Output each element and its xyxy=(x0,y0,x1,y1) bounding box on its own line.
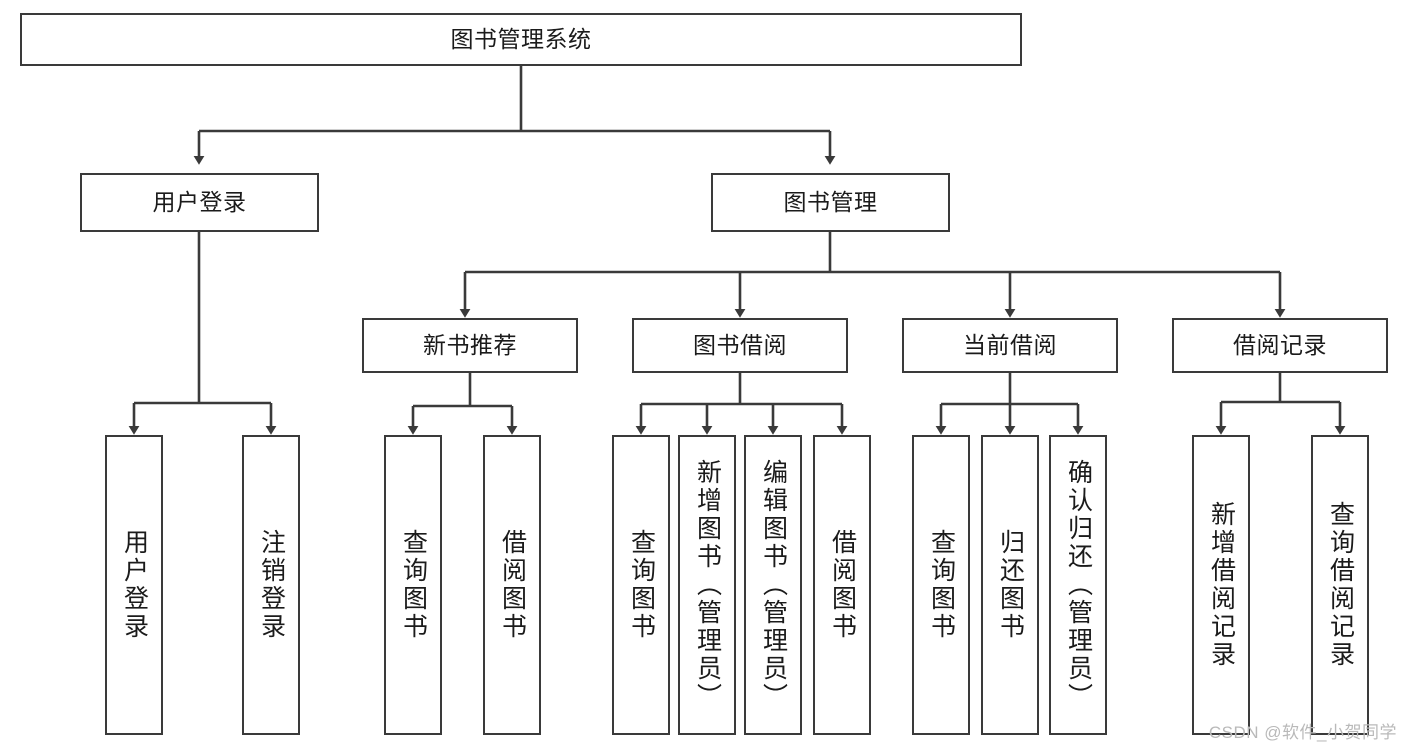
node-label: 查询图书 xyxy=(927,529,956,641)
node-new-book-recommend[interactable]: 新书推荐 xyxy=(362,318,578,373)
node-label: 图书管理系统 xyxy=(450,25,592,52)
node-label: 确认归还（管理员） xyxy=(1064,459,1093,711)
leaf-new-books-query[interactable]: 查询图书 xyxy=(384,435,442,735)
node-current-borrow[interactable]: 当前借阅 xyxy=(902,318,1118,373)
node-label: 查询借阅记录 xyxy=(1326,501,1355,669)
node-label: 查询图书 xyxy=(627,529,656,641)
node-label: 借阅图书 xyxy=(828,529,857,641)
node-label: 用户登录 xyxy=(152,188,247,215)
node-book-borrow[interactable]: 图书借阅 xyxy=(632,318,848,373)
leaf-current-borrow-confirm-return[interactable]: 确认归还（管理员） xyxy=(1049,435,1107,735)
node-label: 图书管理 xyxy=(783,188,878,215)
node-label: 借阅图书 xyxy=(498,529,527,641)
leaf-book-borrow-add[interactable]: 新增图书（管理员） xyxy=(678,435,736,735)
node-label: 归还图书 xyxy=(996,529,1025,641)
leaf-borrow-records-query[interactable]: 查询借阅记录 xyxy=(1311,435,1369,735)
leaf-current-borrow-query[interactable]: 查询图书 xyxy=(912,435,970,735)
node-label: 当前借阅 xyxy=(963,331,1057,358)
node-label: 查询图书 xyxy=(399,529,428,641)
leaf-current-borrow-return[interactable]: 归还图书 xyxy=(981,435,1039,735)
leaf-borrow-records-add[interactable]: 新增借阅记录 xyxy=(1192,435,1250,735)
node-label: 编辑图书（管理员） xyxy=(759,459,788,711)
node-label: 借阅记录 xyxy=(1233,331,1327,358)
node-label: 新增图书（管理员） xyxy=(693,459,722,711)
node-root-system[interactable]: 图书管理系统 xyxy=(20,13,1022,66)
node-label: 新增借阅记录 xyxy=(1207,501,1236,669)
node-user-login[interactable]: 用户登录 xyxy=(80,173,319,232)
node-label: 用户登录 xyxy=(120,529,149,641)
node-label: 图书借阅 xyxy=(693,331,787,358)
leaf-user-login-logout[interactable]: 注销登录 xyxy=(242,435,300,735)
leaf-new-books-borrow[interactable]: 借阅图书 xyxy=(483,435,541,735)
node-label: 注销登录 xyxy=(257,529,286,641)
leaf-book-borrow-lend[interactable]: 借阅图书 xyxy=(813,435,871,735)
node-book-management[interactable]: 图书管理 xyxy=(711,173,950,232)
node-label: 新书推荐 xyxy=(423,331,517,358)
node-borrow-records[interactable]: 借阅记录 xyxy=(1172,318,1388,373)
leaf-user-login-signin[interactable]: 用户登录 xyxy=(105,435,163,735)
leaf-book-borrow-edit[interactable]: 编辑图书（管理员） xyxy=(744,435,802,735)
leaf-book-borrow-query[interactable]: 查询图书 xyxy=(612,435,670,735)
